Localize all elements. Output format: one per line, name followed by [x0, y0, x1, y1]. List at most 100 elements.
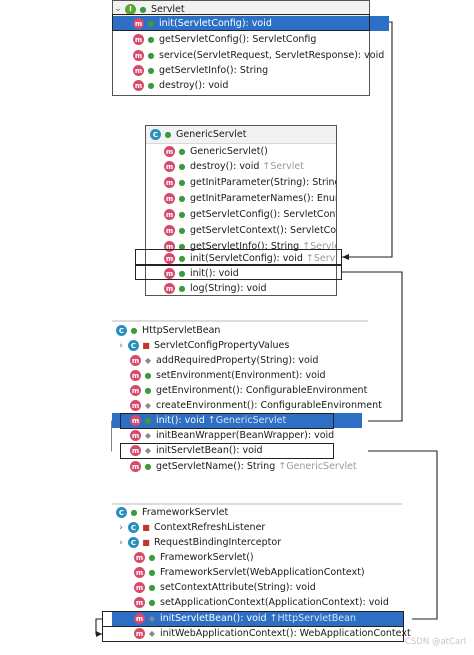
- framework-servlet-inner-class[interactable]: › C ■ ContextRefreshListener: [112, 520, 265, 535]
- method-label: destroy(): void: [190, 161, 260, 172]
- class-icon: C: [128, 340, 139, 351]
- http-servlet-bean-panel: C ● HttpServletBean › C ■ ServletConfigP…: [112, 322, 382, 476]
- method-label: initServletBean(): void: [156, 445, 263, 456]
- framework-servlet-method-initwebapplicationcontext[interactable]: m ◆ initWebApplicationContext(): WebAppl…: [112, 626, 411, 641]
- chevron-right-icon[interactable]: ›: [119, 537, 123, 548]
- generic-method[interactable]: m ● GenericServlet(): [146, 144, 268, 159]
- method-label: init(ServletConfig): void: [190, 253, 303, 264]
- framework-servlet-header: C ● FrameworkServlet: [112, 505, 228, 520]
- generic-method-init-servletconfig[interactable]: m ● init(ServletConfig): void ↑Servlet: [146, 251, 336, 266]
- private-icon: ■: [142, 538, 150, 547]
- method-icon: m: [133, 34, 144, 45]
- method-icon: m: [164, 146, 175, 157]
- http-servlet-bean-method[interactable]: m ● setEnvironment(Environment): void: [112, 368, 326, 383]
- chevron-right-icon[interactable]: ›: [119, 522, 123, 533]
- method-label: getEnvironment(): ConfigurableEnvironmen…: [156, 385, 368, 396]
- protected-icon: ◆: [148, 614, 156, 623]
- http-servlet-bean-inner-class[interactable]: › C ■ ServletConfigPropertyValues: [112, 338, 289, 353]
- method-label: FrameworkServlet(): [160, 552, 254, 563]
- generic-method[interactable]: m ● getServletInfo(): String ↑Servlet: [146, 239, 336, 254]
- class-label: ServletConfigPropertyValues: [154, 340, 290, 351]
- class-icon: C: [128, 522, 139, 533]
- method-icon: m: [133, 50, 144, 61]
- method-icon: m: [130, 461, 141, 472]
- framework-servlet-panel: C ● FrameworkServlet › C ■ ContextRefres…: [112, 505, 412, 645]
- generic-method[interactable]: m ● getInitParameterNames(): Enumer: [146, 191, 336, 206]
- method-label: getServletConfig(): ServletConfig: [190, 209, 337, 220]
- servlet-panel: ⌄ I ● Servlet m ● init(ServletConfig): v…: [112, 0, 389, 96]
- method-label: getInitParameter(String): String: [190, 177, 337, 188]
- method-label: getServletInfo(): String: [190, 241, 300, 252]
- servlet-method[interactable]: m ● getServletInfo(): String: [113, 63, 268, 78]
- public-icon: ●: [178, 194, 186, 203]
- http-servlet-bean-method[interactable]: m ● getEnvironment(): ConfigurableEnviro…: [112, 383, 367, 398]
- framework-servlet-title: FrameworkServlet: [142, 507, 229, 518]
- generic-method-init[interactable]: m ● init(): void: [146, 266, 239, 281]
- public-icon: ●: [178, 284, 186, 293]
- inherited-from-label: ↑HttpServletBean: [269, 613, 356, 624]
- public-icon: ●: [148, 553, 156, 562]
- connector-generic-to-httpbean: [334, 271, 403, 422]
- framework-servlet-method-initservletbean[interactable]: m ◆ initServletBean(): void ↑HttpServlet…: [112, 611, 404, 626]
- method-icon: m: [164, 177, 175, 188]
- method-icon: m: [130, 400, 141, 411]
- protected-icon: ◆: [144, 446, 152, 455]
- http-servlet-bean-method-init[interactable]: m ● init(): void ↑GenericServlet: [112, 413, 362, 428]
- public-icon: ●: [130, 326, 138, 335]
- private-icon: ■: [142, 523, 150, 532]
- servlet-method-init[interactable]: m ● init(ServletConfig): void: [113, 16, 389, 31]
- generic-method[interactable]: m ● getServletContext(): ServletContex: [146, 223, 336, 238]
- generic-method[interactable]: m ● log(String): void: [146, 281, 267, 295]
- inherited-from-label: ↑GenericServlet: [207, 415, 287, 426]
- http-servlet-bean-header: C ● HttpServletBean: [112, 323, 220, 338]
- public-icon: ●: [144, 416, 152, 425]
- arrowhead-framework-loop: [96, 631, 102, 637]
- method-label: initServletBean(): void: [160, 613, 267, 624]
- http-servlet-bean-method[interactable]: m ◆ initBeanWrapper(BeanWrapper): void: [112, 428, 334, 443]
- framework-servlet-method[interactable]: m ● FrameworkServlet(): [112, 550, 254, 565]
- servlet-method[interactable]: m ● service(ServletRequest, ServletRespo…: [113, 48, 384, 63]
- method-icon: m: [130, 415, 141, 426]
- method-label: log(String): void: [190, 283, 267, 294]
- method-label: createEnvironment(): ConfigurableEnviron…: [156, 400, 382, 411]
- framework-servlet-method[interactable]: m ● setContextAttribute(String): void: [112, 580, 316, 595]
- public-icon: ●: [139, 4, 147, 14]
- chevron-right-icon[interactable]: ›: [119, 340, 123, 351]
- method-icon: m: [133, 80, 144, 91]
- chevron-down-icon[interactable]: ⌄: [114, 4, 122, 14]
- method-label: initWebApplicationContext(): WebApplicat…: [160, 628, 411, 639]
- method-icon: m: [133, 18, 144, 29]
- method-label: init(): void: [156, 415, 205, 426]
- method-label: service(ServletRequest, ServletResponse)…: [159, 50, 385, 61]
- generic-method[interactable]: m ● getServletConfig(): ServletConfig ↑: [146, 207, 337, 222]
- public-icon: ●: [178, 269, 186, 278]
- generic-method[interactable]: m ● destroy(): void ↑Servlet: [146, 159, 304, 174]
- http-servlet-bean-method-initservletbean[interactable]: m ◆ initServletBean(): void: [112, 443, 263, 458]
- method-label: GenericServlet(): [190, 146, 268, 157]
- class-label: RequestBindingInterceptor: [154, 537, 282, 548]
- http-servlet-bean-method[interactable]: m ◆ addRequiredProperty(String): void: [112, 353, 318, 368]
- servlet-method[interactable]: m ● destroy(): void: [113, 78, 228, 93]
- public-icon: ●: [144, 371, 152, 380]
- private-icon: ■: [142, 341, 150, 350]
- inherited-from-label: ↑Servlet: [305, 253, 336, 264]
- servlet-method[interactable]: m ● getServletConfig(): ServletConfig: [113, 32, 316, 47]
- generic-method[interactable]: m ● getInitParameter(String): String ↑S: [146, 175, 337, 190]
- method-icon: m: [164, 241, 175, 252]
- method-icon: m: [134, 582, 145, 593]
- http-servlet-bean-method[interactable]: m ● getServletName(): String ↑GenericSer…: [112, 459, 357, 474]
- framework-servlet-inner-class[interactable]: › C ■ RequestBindingInterceptor: [112, 535, 281, 550]
- method-icon: m: [164, 209, 175, 220]
- protected-icon: ◆: [144, 356, 152, 365]
- method-label: getServletInfo(): String: [159, 65, 269, 76]
- method-icon: m: [130, 430, 141, 441]
- method-icon: m: [130, 370, 141, 381]
- http-servlet-bean-method[interactable]: m ◆ createEnvironment(): ConfigurableEnv…: [112, 398, 382, 413]
- method-icon: m: [164, 161, 175, 172]
- servlet-title: Servlet: [151, 3, 185, 15]
- method-icon: m: [130, 355, 141, 366]
- framework-servlet-method[interactable]: m ● FrameworkServlet(WebApplicationConte…: [112, 565, 365, 580]
- framework-servlet-method[interactable]: m ● setApplicationContext(ApplicationCon…: [112, 595, 389, 610]
- public-icon: ●: [147, 66, 155, 75]
- method-icon: m: [164, 268, 175, 279]
